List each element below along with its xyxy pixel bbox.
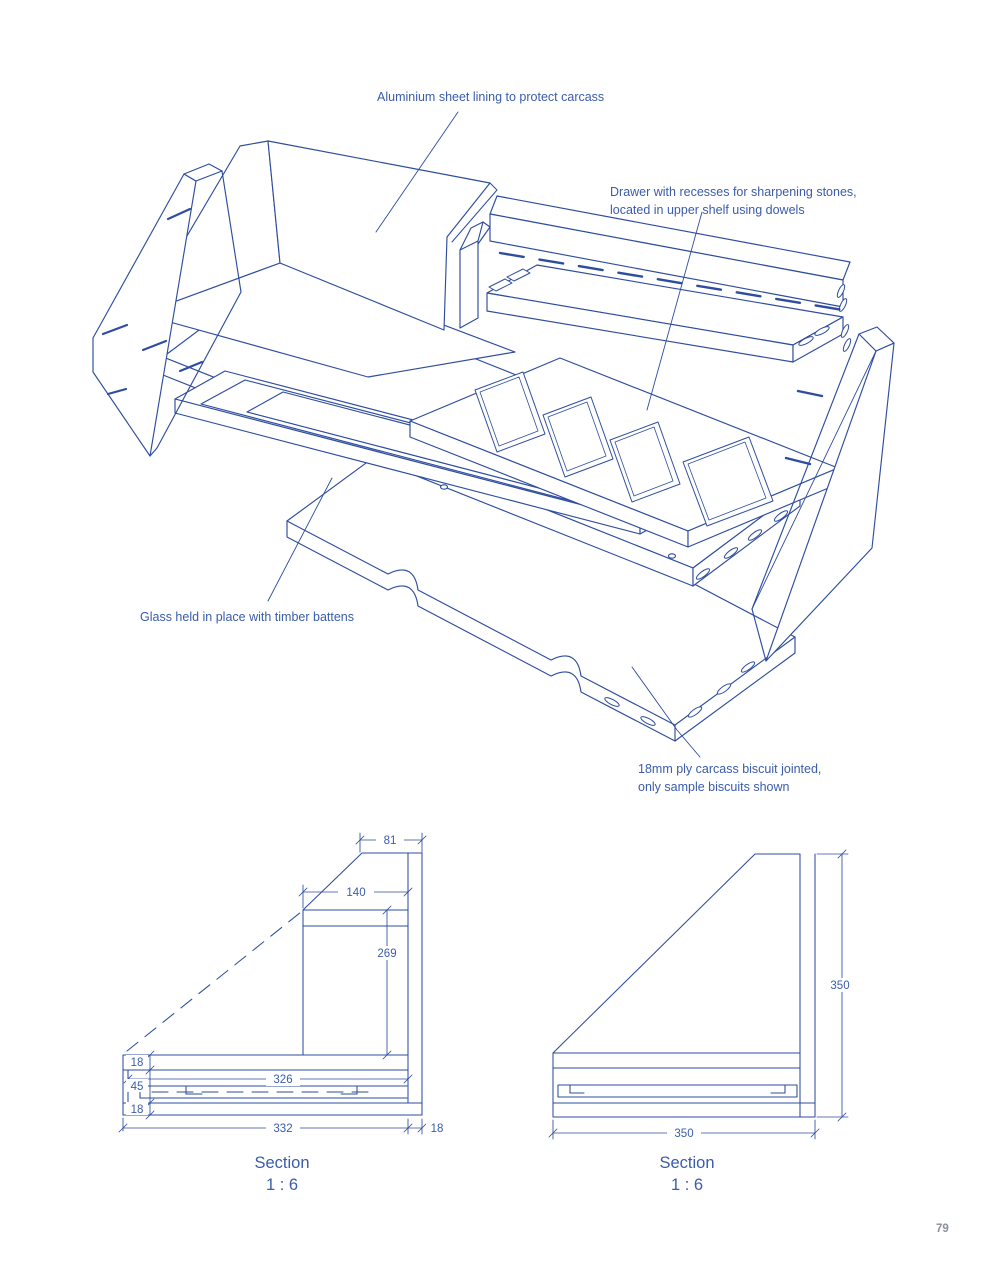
dim-label-350v: 350: [830, 980, 849, 992]
upper-shelf: [486, 264, 844, 363]
section-right: 350 350 Section 1 : 6: [548, 849, 857, 1194]
leader-lines: [267, 111, 703, 758]
dim-label-269: 269: [377, 948, 396, 960]
page-number: 79: [936, 1223, 949, 1235]
dowel-post: [459, 221, 491, 329]
annotation-glass: Glass held in place with timber battens: [140, 610, 354, 624]
biscuit-marks: [836, 284, 852, 352]
stone-recesses: [474, 371, 774, 527]
section-left-title: Section: [254, 1154, 309, 1172]
leader-ply: [631, 666, 701, 758]
biscuit-centre-lines: [498, 251, 845, 466]
section-left-scale: 1 : 6: [266, 1176, 298, 1194]
dim-ticks: [548, 849, 847, 1138]
annotation-drawer-line2: located in upper shelf using dowels: [610, 203, 805, 217]
back-rail: [489, 195, 852, 352]
dim-label-350h: 350: [674, 1128, 693, 1140]
annotation-ply-line2: only sample biscuits shown: [638, 780, 790, 794]
leader-aluminium: [375, 111, 459, 233]
annotation-ply-line1: 18mm ply carcass biscuit jointed,: [638, 762, 821, 776]
annotation-labels: Aluminium sheet lining to protect carcas…: [140, 90, 857, 794]
dim-label-140: 140: [346, 887, 365, 899]
biscuit-slots: [488, 268, 531, 292]
drawer: [409, 357, 839, 548]
annotation-drawer-line1: Drawer with recesses for sharpening ston…: [610, 185, 857, 199]
dim-label-332: 332: [273, 1123, 292, 1135]
biscuit-dashes: [101, 207, 204, 396]
leader-drawer: [646, 211, 703, 411]
dim-label-18a: 18: [131, 1057, 144, 1069]
section-right-scale: 1 : 6: [671, 1176, 703, 1194]
dim-label-45: 45: [131, 1081, 144, 1093]
biscuit-marks: [695, 510, 789, 580]
right-side-panel: [751, 326, 895, 662]
section-left: 81 140 269 18 45 18 326 332 18 Section 1…: [118, 832, 448, 1194]
dim-ticks: [118, 835, 427, 1133]
dim-label-18r: 18: [431, 1123, 444, 1135]
biscuit-marks: [798, 326, 830, 346]
section-right-title: Section: [659, 1154, 714, 1172]
biscuit-marks: [604, 661, 756, 726]
annotation-aluminium: Aluminium sheet lining to protect carcas…: [377, 90, 604, 104]
dim-label-81: 81: [384, 835, 397, 847]
left-side-panel: [92, 163, 242, 457]
dim-label-326: 326: [273, 1074, 292, 1086]
base-panel: [286, 432, 796, 742]
dowel-hole: [439, 484, 449, 490]
leader-glass: [267, 477, 333, 602]
dim-label-18b: 18: [131, 1104, 144, 1116]
aluminium-liner: [140, 140, 516, 378]
dowel-hole: [667, 553, 677, 559]
exploded-view: [92, 111, 895, 758]
